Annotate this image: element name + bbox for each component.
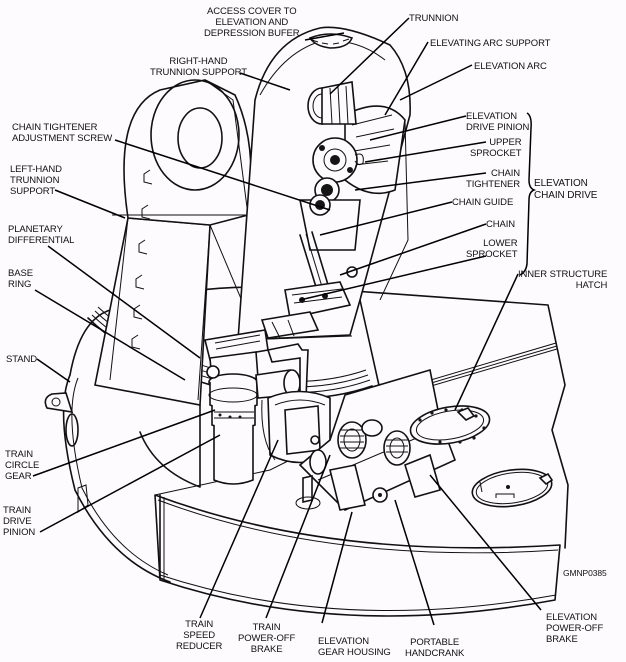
deck-hatch [471,468,554,508]
label-elevation-power-off-brake: ELEVATION POWER-OFF BRAKE [546,612,604,645]
label-chain: CHAIN [486,219,516,230]
leader-lines [32,17,542,626]
train-speed-reducer [261,390,331,464]
figure-id-code: GMNP0385 [563,568,607,578]
label-chain-guide: CHAIN GUIDE [452,197,514,208]
label-train-speed-reducer: TRAIN SPEED REDUCER [176,619,223,652]
label-lower-sprocket: LOWER SPROCKET [466,238,518,260]
label-chain-tightener-adjustment-screw: CHAIN TIGHTENER ADJUSTMENT SCREW [12,122,113,144]
deck-platform [154,289,569,617]
label-right-hand-trunnion-support: RIGHT-HAND TRUNNION SUPPORT [150,56,247,78]
label-train-power-off-brake: TRAIN POWER-OFF BRAKE [238,622,296,655]
inner-structure-hatch [409,405,491,445]
label-stand: STAND [6,354,37,365]
label-portable-handcrank: PORTABLE HANDCRANK [405,637,465,659]
label-train-circle-gear: TRAIN CIRCLE GEAR [5,449,40,482]
label-access-cover: ACCESS COVER TO ELEVATION AND DEPRESSION… [204,6,300,39]
left-hand-trunnion-support [94,79,256,406]
right-hand-trunnion-support [237,26,411,341]
label-elevating-arc-support: ELEVATING ARC SUPPORT [430,38,551,49]
label-elevation-arc: ELEVATION ARC [474,61,547,72]
label-trunnion: TRUNNION [409,13,459,24]
planetary-differential [204,311,320,485]
elevation-gear-housing [295,368,457,511]
label-left-hand-trunnion-support: LEFT-HAND TRUNNION SUPPORT [10,164,62,197]
label-planetary-differential: PLANETARY DIFFERENTIAL [8,224,75,246]
label-elevation-gear-housing: ELEVATION GEAR HOUSING [318,636,391,658]
label-elevation-chain-drive: ELEVATION CHAIN DRIVE [534,178,598,201]
label-train-drive-pinion: TRAIN DRIVE PINION [3,505,36,538]
label-upper-sprocket: UPPER SPROCKET [470,137,522,159]
label-chain-tightener: CHAIN TIGHTENER [466,168,520,190]
label-elevation-drive-pinion: ELEVATION DRIVE PINION [466,111,530,133]
label-base-ring: BASE RING [8,268,33,290]
label-inner-structure-hatch: INNER STRUCTURE HATCH [518,269,608,291]
